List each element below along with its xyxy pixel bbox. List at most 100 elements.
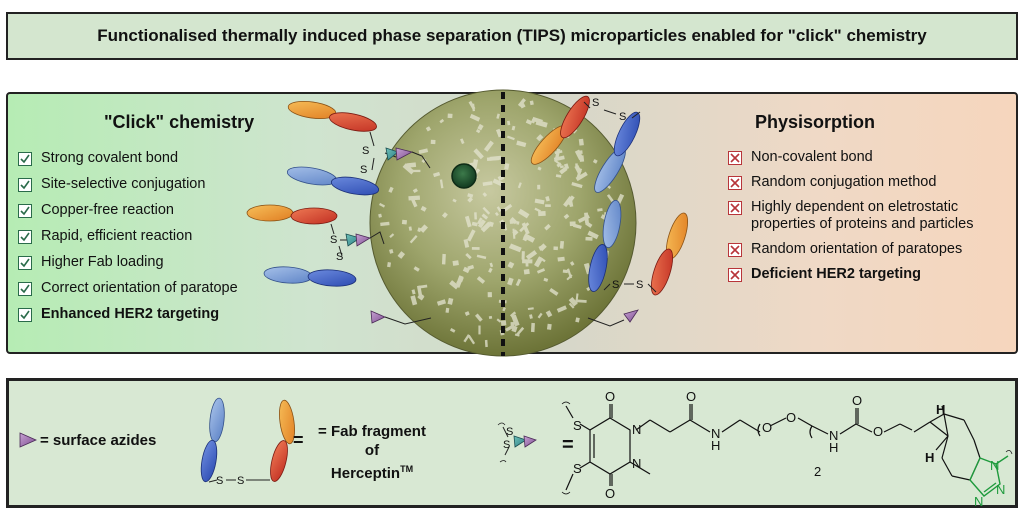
sphere-pore-texture [597, 208, 603, 212]
sphere-pore-texture [483, 140, 494, 152]
sphere-pore-texture [389, 233, 395, 239]
click-advantage-item-text: Site-selective conjugation [41, 176, 206, 192]
sphere-pore-texture [489, 262, 494, 268]
fab-physisorbed-top [530, 95, 641, 193]
sphere-pore-texture [445, 307, 450, 313]
sphere-pore-texture [538, 211, 546, 217]
sphere-pore-texture [449, 280, 459, 290]
sphere-pore-texture [389, 249, 394, 254]
sphere-pore-texture [568, 296, 578, 307]
s-label-3: S [330, 234, 337, 246]
sphere-pore-texture [378, 213, 382, 218]
sphere-pore-texture [495, 128, 503, 138]
disulfide-labels: S S S S S S S S S S S S [216, 97, 643, 487]
physisorption-drawback-item-text: Deficient HER2 targeting [751, 266, 921, 282]
checkbox-checked-icon [18, 256, 32, 270]
click-advantage-item: Enhanced HER2 targeting [18, 306, 318, 323]
sphere-pore-texture [433, 171, 441, 178]
sphere-pore-texture [502, 307, 506, 312]
sphere-pore-texture [516, 326, 525, 336]
click-advantage-item-text: Correct orientation of paratope [41, 280, 238, 296]
sphere-pore-texture [471, 103, 475, 112]
atom-h-bcn-1: H [936, 402, 945, 417]
legend-fab-fragment [200, 397, 295, 483]
click-advantage-item: Site-selective conjugation [18, 176, 318, 193]
sphere-pore-texture [578, 138, 584, 146]
atom-o-peg-2: O [786, 410, 796, 425]
sphere-pore-texture [546, 323, 552, 330]
legend-fab-line1: = Fab fragment of [318, 423, 426, 459]
sphere-pore-texture [585, 236, 593, 241]
sphere-pore-texture [496, 206, 502, 212]
sphere-pore-texture [574, 149, 584, 161]
fab-click-lower [246, 204, 385, 287]
sphere-pore-texture [380, 221, 390, 227]
physisorption-heading: Physisorption [755, 112, 876, 132]
sphere-pore-texture [425, 126, 432, 132]
sphere-pore-texture [411, 289, 416, 295]
sphere-pore-texture [413, 266, 420, 272]
sphere-pore-texture [441, 212, 448, 219]
sphere-pore-texture [408, 195, 421, 201]
tips-microparticle [369, 89, 637, 357]
physisorption-drawback-item: Random orientation of paratopes [728, 241, 1018, 258]
sphere-pore-texture [452, 260, 459, 266]
atom-h-amide: H [711, 438, 720, 453]
peg-repeat-count: 2 [814, 464, 821, 479]
sphere-pore-texture [519, 103, 526, 109]
sphere-pore-texture [496, 113, 500, 119]
legend-fab-label: = Fab fragment of HerceptinTM [312, 422, 432, 483]
sphere-pore-texture [521, 251, 525, 260]
checkbox-cross-icon [728, 151, 742, 165]
sphere-pore-texture [559, 166, 568, 175]
atom-s-bottom: S [573, 461, 582, 476]
sphere-pore-texture [569, 261, 575, 266]
sphere-pore-texture [487, 292, 492, 298]
sphere-pore-texture [413, 169, 421, 173]
sphere-pore-texture [471, 159, 479, 170]
atom-n-ring-2: N [632, 456, 641, 471]
wavy-attachment [1005, 450, 1013, 455]
s-label-12: S [506, 426, 513, 438]
fab-click-upper [286, 101, 431, 196]
click-advantage-item-text: Higher Fab loading [41, 254, 164, 270]
sphere-pore-texture [460, 138, 465, 145]
sphere-pore-texture [447, 113, 453, 119]
sphere-pore-texture [465, 252, 472, 260]
sphere-pore-texture [523, 269, 530, 275]
sphere-pore-texture [553, 159, 561, 165]
physisorption-drawback-item: Random conjugation method [728, 174, 1018, 191]
click-advantage-item-text: Copper-free reaction [41, 202, 174, 218]
sphere-pore-texture [521, 222, 530, 235]
sphere-pore-texture [563, 213, 570, 220]
sphere-pore-texture [537, 312, 543, 319]
sphere-pore-texture [555, 174, 562, 178]
sphere-pore-texture [496, 318, 502, 323]
atom-s-top: S [573, 418, 582, 433]
atom-n-triazole-1: N [990, 458, 999, 473]
sphere-pore-texture [474, 212, 477, 220]
sphere-pore-texture [436, 299, 447, 306]
sphere-pore-texture [482, 181, 493, 186]
sphere-pore-texture [452, 198, 457, 203]
sphere-pore-texture [517, 208, 530, 219]
sphere-pore-texture [522, 259, 533, 264]
sphere-pore-texture [387, 262, 392, 268]
sphere-pore-texture [476, 276, 486, 284]
surface-azide-left [370, 310, 432, 325]
atom-o-peg-1: O [762, 420, 772, 435]
sphere-pore-texture [474, 313, 483, 322]
figure-title: Functionalised thermally induced phase s… [97, 26, 927, 45]
click-advantage-item: Correct orientation of paratope [18, 280, 318, 297]
sphere-pore-texture [534, 256, 544, 268]
sphere-pore-texture [529, 100, 534, 106]
trademark-superscript: TM [400, 464, 414, 474]
atom-n-amide: N [711, 426, 720, 441]
click-advantage-item: Rapid, efficient reaction [18, 228, 318, 245]
sphere-pore-texture [466, 229, 476, 242]
sphere-pore-texture [545, 196, 550, 202]
sphere-pore-texture [506, 135, 515, 141]
sphere-pore-texture [575, 317, 580, 323]
sphere-pore-texture [545, 204, 551, 207]
